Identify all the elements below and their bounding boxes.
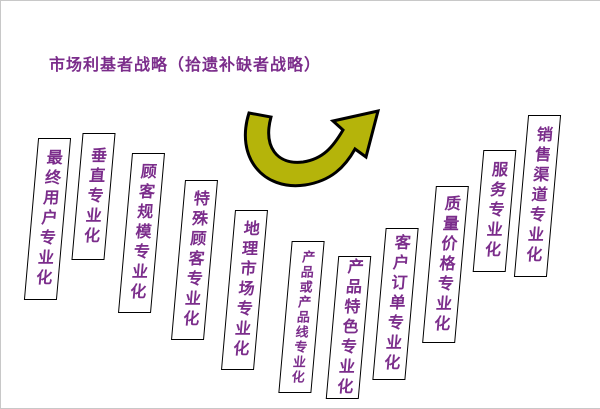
strategy-box-product-line: 产品或产品线专业化 (278, 241, 325, 393)
strategy-box-label: 客户订单专业化 (380, 234, 412, 374)
strategy-box-geographic-market: 地理市场专业化 (221, 210, 268, 370)
strategy-box-label: 特殊顾客专业化 (179, 190, 211, 330)
u-turn-arrow-icon (233, 105, 398, 197)
strategy-box-label: 垂直专业化 (80, 146, 108, 247)
strategy-box-special-customer: 特殊顾客专业化 (171, 180, 218, 340)
strategy-box-service: 服务专业化 (472, 150, 517, 272)
strategy-box-end-user: 最终用户专业化 (23, 138, 72, 300)
strategy-box-label: 产品特色专业化 (333, 257, 365, 398)
strategy-box-customer-order: 客户订单专业化 (372, 228, 419, 380)
strategy-box-customer-scale: 顾客规模专业化 (118, 153, 165, 313)
strategy-box-quality-price: 质量价格专业化 (422, 186, 469, 343)
strategy-box-product-feature: 产品特色专业化 (325, 256, 372, 399)
strategy-box-label: 地理市场专业化 (229, 220, 261, 360)
strategy-box-label: 最终用户专业化 (32, 149, 64, 289)
strategy-box-label: 销售渠道专业化 (522, 126, 554, 266)
strategy-box-label: 服务专业化 (481, 161, 509, 261)
slide-title: 市场利基者战略（拾遗补缺者战略） (49, 55, 322, 74)
strategy-box-label: 顾客规模专业化 (126, 163, 158, 303)
u-turn-arrow-path (243, 109, 381, 188)
strategy-box-vertical: 垂直专业化 (71, 133, 116, 260)
strategy-box-label: 产品或产品线专业化 (288, 249, 315, 385)
u-turn-arrow-svg (243, 109, 381, 188)
strategy-box-sales-channel: 销售渠道专业化 (513, 115, 562, 277)
strategy-box-label: 质量价格专业化 (430, 194, 462, 335)
